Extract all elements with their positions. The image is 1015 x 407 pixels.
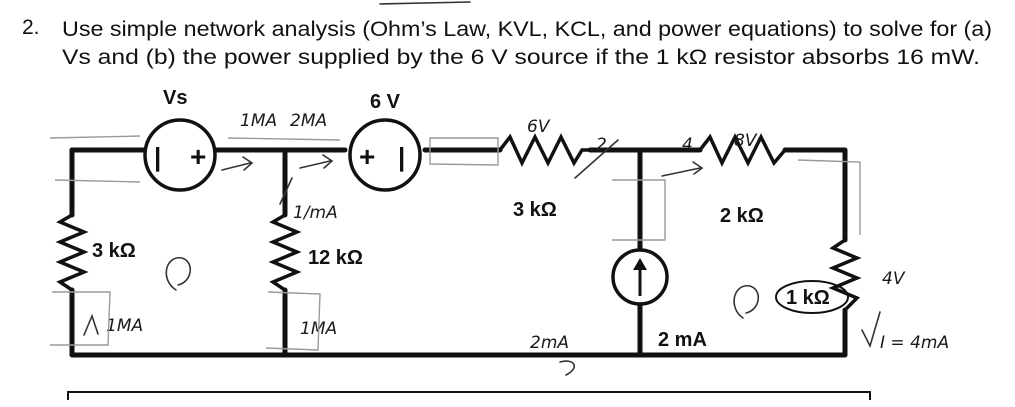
bottom-frame <box>67 391 871 400</box>
resistor-top-2k <box>698 133 787 168</box>
sketch-box-cs <box>612 179 666 241</box>
top-scribble <box>379 1 471 5</box>
check-mark-icon <box>861 311 881 349</box>
v6-plus-mark: + <box>359 141 375 172</box>
label-r-right-top: 2 kΩ <box>720 205 764 227</box>
voltage-source-vs <box>143 118 217 192</box>
sketch-box-top <box>429 137 499 166</box>
problem-line-1: Use simple network analysis (Ohm’s Law, … <box>62 18 992 41</box>
voltage-source-6v <box>348 118 422 192</box>
note-current: I = 4mA <box>880 333 949 353</box>
v6-minus-mark: | <box>398 142 405 172</box>
note-2: 2 <box>596 135 607 155</box>
resistor-mid-12k <box>268 213 302 292</box>
note-8v: 8V <box>734 131 758 151</box>
sketch-box-mid <box>265 291 321 351</box>
label-vs: Vs <box>163 87 187 109</box>
label-6v: 6 V <box>370 91 401 113</box>
loop-mark-left-icon <box>165 257 191 291</box>
label-r-left: 3 kΩ <box>92 240 136 262</box>
sketch-box-right <box>797 159 861 235</box>
resistor-left-3k <box>55 213 89 292</box>
wire-bottom <box>69 287 848 358</box>
note-4v: 4V <box>882 269 906 289</box>
vs-plus-mark: + <box>190 141 206 172</box>
scribble-bottom-icon <box>559 360 576 376</box>
vs-minus-mark: | <box>154 142 161 172</box>
arrow-2ma-top-icon <box>299 154 334 169</box>
problem-line-2: Vs and (b) the power supplied by the 6 V… <box>62 46 980 69</box>
wire-right-top <box>782 147 848 243</box>
sketch-box-left <box>50 291 111 346</box>
note-4: 4 <box>682 135 693 155</box>
note-1ma-branch: 1/mA <box>293 203 338 223</box>
scribble-left-icon <box>83 313 99 336</box>
note-1ma-top: 1MA <box>240 111 277 131</box>
resistor-right-1k <box>828 238 862 312</box>
slash-mark-icon <box>574 139 619 179</box>
problem-number: 2. <box>22 16 40 39</box>
note-6v: 6V <box>527 117 551 137</box>
arrow-4ma-icon <box>661 161 704 177</box>
arrow-1ma-top-icon <box>221 156 254 171</box>
label-r-top: 3 kΩ <box>513 199 557 221</box>
sketch-lines-top <box>49 135 341 183</box>
loop-mark-right-icon <box>733 285 759 319</box>
note-2ma-top: 2MA <box>290 111 327 131</box>
note-2ma-bottom: 2mA <box>530 333 569 353</box>
arrow-up-icon <box>633 258 647 270</box>
label-r-right: 1 kΩ <box>786 287 830 309</box>
label-current-source: 2 mA <box>658 329 707 351</box>
resistor-top-3k <box>498 133 590 168</box>
label-r-mid: 12 kΩ <box>308 247 363 269</box>
circle-around-1k <box>775 280 849 314</box>
note-1ma-left: 1MA <box>106 316 143 336</box>
arrow-1ma-branch-icon <box>279 177 293 205</box>
